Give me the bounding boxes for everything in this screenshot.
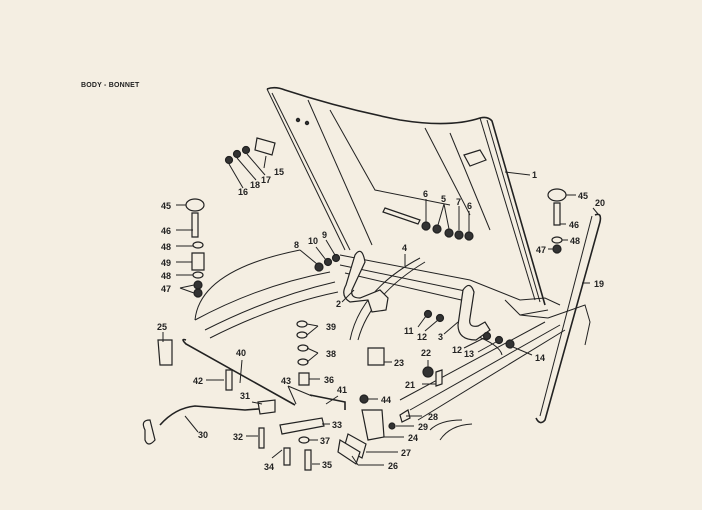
part-label-33: 33 — [332, 420, 342, 430]
page-title: BODY - BONNET — [81, 82, 140, 89]
part-label-10: 10 — [308, 236, 318, 246]
part-label-9: 9 — [322, 230, 327, 240]
part-label-12a: 12 — [417, 332, 427, 342]
part-label-2: 2 — [336, 299, 341, 309]
part-label-16: 16 — [238, 187, 248, 197]
leader-lines — [162, 153, 599, 466]
part-label-46b: 46 — [569, 220, 579, 230]
hinge-assembly — [339, 207, 491, 341]
part-label-42: 42 — [193, 376, 203, 386]
part-label-7: 7 — [456, 197, 461, 207]
part-label-27: 27 — [401, 448, 411, 458]
part-label-24: 24 — [408, 433, 418, 443]
release-cable — [142, 399, 276, 445]
part-label-28: 28 — [428, 412, 438, 422]
part-label-8: 8 — [294, 240, 299, 250]
part-label-45b: 45 — [578, 191, 588, 201]
part-label-44: 44 — [381, 395, 391, 405]
bonnet-badge — [463, 149, 487, 167]
part-label-21: 21 — [405, 380, 415, 390]
part-label-23: 23 — [394, 358, 404, 368]
part-label-1: 1 — [532, 170, 537, 180]
bonnet-panel — [266, 86, 546, 306]
part-label-17: 17 — [261, 175, 271, 185]
part-label-3: 3 — [438, 332, 443, 342]
part-label-11: 11 — [404, 326, 414, 336]
part-label-4: 4 — [402, 243, 407, 253]
part-label-34: 34 — [264, 462, 274, 472]
part-label-35: 35 — [322, 460, 332, 470]
part-label-37: 37 — [320, 436, 330, 446]
part-label-40: 40 — [236, 348, 246, 358]
part-label-12b: 12 — [452, 345, 462, 355]
part-label-20: 20 — [595, 198, 605, 208]
part-label-29: 29 — [418, 422, 428, 432]
part-label-48a: 48 — [161, 242, 171, 252]
part-label-13: 13 — [464, 349, 474, 359]
release-rods — [182, 338, 346, 410]
part-label-41: 41 — [337, 385, 347, 395]
part-label-49: 49 — [161, 258, 171, 268]
part-label-46a: 46 — [161, 226, 171, 236]
part-label-48c: 48 — [570, 236, 580, 246]
part-label-30: 30 — [198, 430, 208, 440]
part-label-5: 5 — [441, 194, 446, 204]
part-label-45a: 45 — [161, 201, 171, 211]
part-label-39: 39 — [326, 322, 336, 332]
part-label-6b: 6 — [467, 201, 472, 211]
part-label-18: 18 — [250, 180, 260, 190]
small-parts — [157, 137, 567, 471]
part-label-36: 36 — [324, 375, 334, 385]
part-label-14: 14 — [535, 353, 545, 363]
bonnet-stay-rod — [535, 213, 602, 424]
car-body-outline — [194, 249, 591, 441]
part-label-22: 22 — [421, 348, 431, 358]
part-label-6a: 6 — [423, 189, 428, 199]
part-label-32: 32 — [233, 432, 243, 442]
part-label-19: 19 — [594, 279, 604, 289]
part-label-26: 26 — [388, 461, 398, 471]
part-label-47a: 47 — [161, 284, 171, 294]
part-label-48b: 48 — [161, 271, 171, 281]
part-label-43: 43 — [281, 376, 291, 386]
part-label-15: 15 — [274, 167, 284, 177]
part-label-31: 31 — [240, 391, 250, 401]
part-label-47b: 47 — [536, 245, 546, 255]
part-label-25: 25 — [157, 322, 167, 332]
part-labels: 1 2 3 4 5 6 6 7 8 9 10 11 12 12 13 14 15… — [157, 167, 605, 472]
part-label-38: 38 — [326, 349, 336, 359]
